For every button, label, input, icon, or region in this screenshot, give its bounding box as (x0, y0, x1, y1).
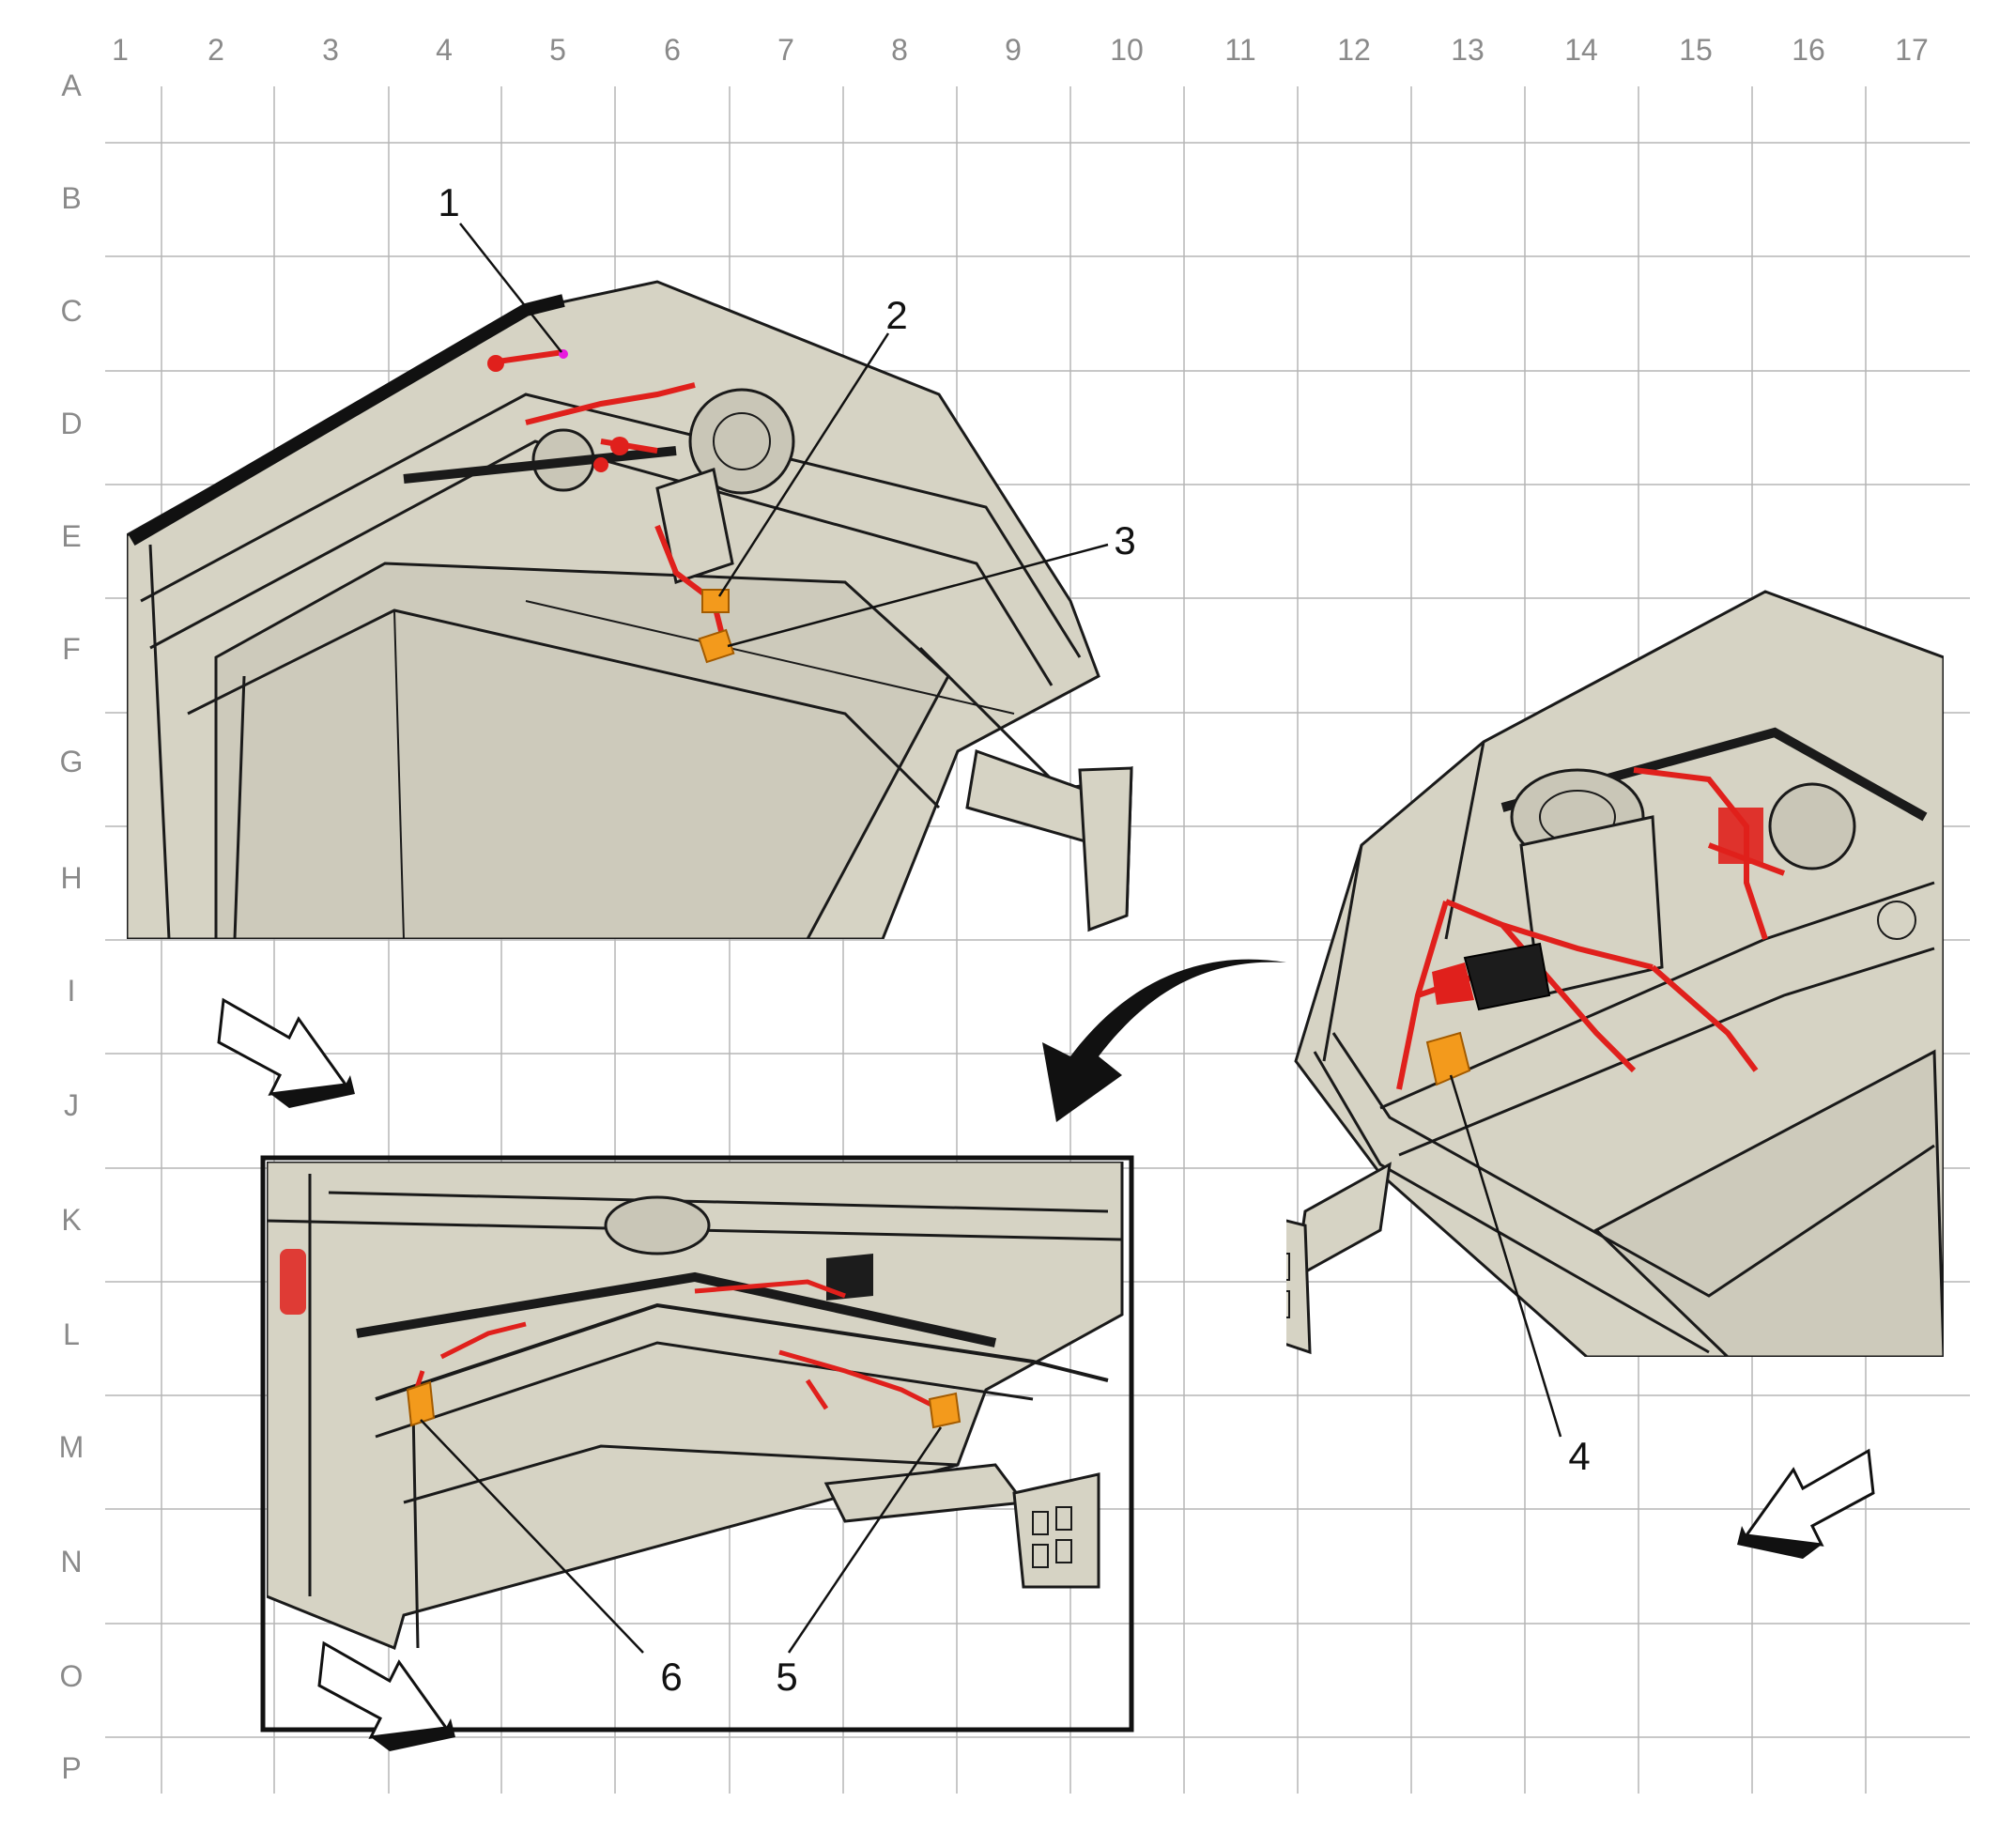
callout-4: 4 (1568, 1434, 1590, 1478)
inset-view (260, 1155, 1134, 1732)
grid-column-label: 15 (1679, 33, 1713, 67)
direction-arrow-icon (317, 1640, 455, 1751)
inset-wire-harness (410, 1279, 941, 1411)
grid-row-label: G (60, 745, 84, 778)
grid-column-label: 11 (1224, 33, 1255, 67)
grid-row-label: K (61, 1203, 81, 1237)
connector-block (1463, 942, 1551, 1011)
grid-column-label: 1 (112, 33, 129, 67)
top-left-view (127, 280, 1133, 939)
right-view (1286, 590, 1944, 1357)
grid-column-label: 7 (777, 33, 794, 67)
grid-column-label: 4 (436, 33, 453, 67)
grid-row-label: F (62, 632, 81, 666)
direction-arrow-icon (217, 997, 355, 1108)
inset-frame (260, 1155, 1134, 1732)
grid-row-label: I (68, 974, 76, 1008)
grid-column-label: 6 (664, 33, 681, 67)
callout-2: 2 (885, 293, 907, 337)
grid-row-label: B (61, 181, 81, 215)
grid-column-label: 3 (322, 33, 339, 67)
connector-6 (406, 1380, 436, 1427)
callout-5: 5 (776, 1655, 797, 1699)
connector-2 (701, 589, 730, 613)
grid-row-label: D (60, 407, 82, 440)
top-left-wire-harness (497, 349, 726, 639)
grid-column-label: 13 (1451, 33, 1485, 67)
connector-4 (1425, 1031, 1471, 1086)
callout-3: 3 (1114, 518, 1135, 562)
grid-row-label: P (61, 1751, 81, 1785)
grid-column-label: 2 (208, 33, 224, 67)
grid-column-label: 8 (891, 33, 908, 67)
grid-row-label: N (60, 1545, 82, 1578)
grid-column-label: 5 (549, 33, 566, 67)
leader-lines (420, 223, 1562, 1654)
grid-row-label: L (63, 1317, 80, 1351)
grid-row-label: O (60, 1659, 84, 1693)
callout-6: 6 (660, 1655, 682, 1699)
connector-3 (698, 628, 735, 664)
direction-arrow-icon (1737, 1448, 1875, 1559)
grid-column-label: 14 (1564, 33, 1598, 67)
grid-row-label: A (61, 69, 82, 102)
grid-row-label: J (64, 1088, 79, 1122)
grid-row-label: E (61, 519, 81, 553)
grid-row-label: C (60, 294, 82, 328)
rotate-view-arrow-icon (1042, 959, 1286, 1122)
connector-5 (928, 1392, 962, 1429)
callouts: 1 2 3 4 5 6 (438, 180, 1590, 1699)
grid-column-label: 16 (1792, 33, 1825, 67)
grid-row-label: M (59, 1430, 85, 1464)
grid-column-label: 12 (1337, 33, 1371, 67)
grid-column-label: 9 (1005, 33, 1022, 67)
callout-1: 1 (438, 180, 459, 224)
grid-column-label: 17 (1895, 33, 1929, 67)
grid-row-label: H (60, 861, 82, 895)
grid-column-label: 10 (1110, 33, 1144, 67)
